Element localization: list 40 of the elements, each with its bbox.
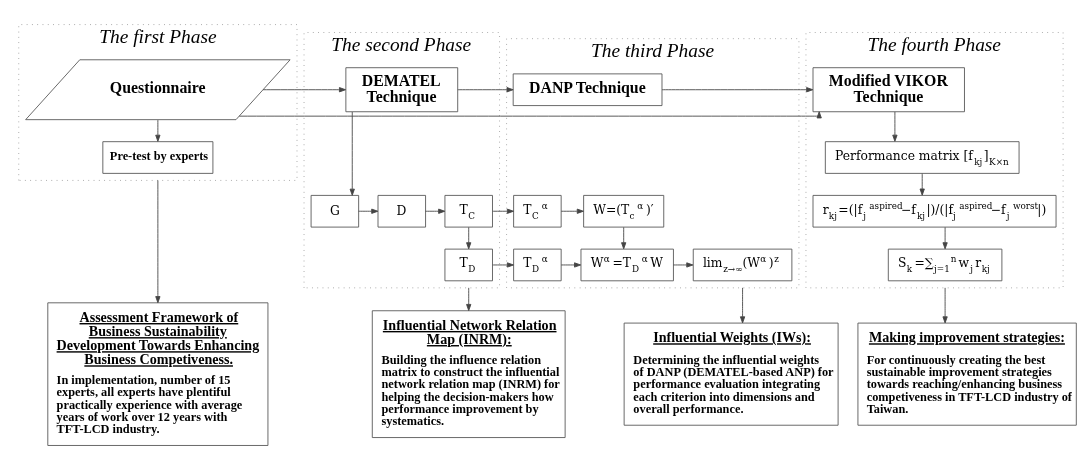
node-box: DANP Technique: [512, 72, 663, 106]
arrow: [155, 119, 161, 142]
node-box: r$_{kj}$=(|f$_{j}$$^{aspired}$−f$_{kj}$|)/(|f$_{j}$$^{aspired}$−f$_{j}$$^{worst}$|): [812, 194, 1057, 228]
arrow: [942, 226, 948, 249]
arrow: [942, 286, 948, 323]
arrow: [673, 261, 694, 268]
arrow: [492, 261, 514, 268]
node-box: T$_{D}$: [444, 248, 493, 281]
node-box: Making improvement strategies: For continuously creating the best sustainable improvement strategies towards reaching/enhancing business competiveness in TFT-LCD industry of Taiwan.: [857, 322, 1077, 426]
node-box: Influential Network Relation Map (INRM): Building the influence relation matrix to construct the influential network relation map (INRM) for helping the decision-makers how performance improvement by systematics.: [371, 309, 566, 438]
arrow: [661, 86, 814, 92]
node-box: Assessment Framework of Business Sustainability Development Towards Enhancing Business Competiveness. In implementation, number of 15 experts, all experts have plentiful practically experience with average years of work over 12 years with TFT-LCD industry.: [47, 301, 269, 446]
node-box: Pre-test by experts: [102, 140, 214, 174]
arrow: [425, 208, 446, 214]
arrow: [457, 86, 514, 92]
node-box: S$_{k}$=∑$_{j=1}$$^{n}$w$_{j}$r$_{kj}$: [887, 248, 1003, 281]
node-box: Influential Weights (IWs): Determining the influential weights of DANP (DEMATEL-based ANP) for performance evaluation integrating each criterion into dimensions and overall performance.: [623, 322, 839, 426]
node-box: DEMATEL Technique: [345, 66, 459, 112]
arrow: [262, 86, 346, 92]
arrow: [560, 261, 582, 268]
arrow: [155, 179, 161, 303]
arrow: [492, 208, 514, 214]
arrow: [238, 110, 822, 118]
node-box: Performance matrix [f$_{kj}$]$_{K×n}$: [824, 140, 1020, 174]
arrow: [919, 172, 925, 196]
arrow: [739, 286, 746, 323]
node-box: W=(T$_{c}$$^{α}$)′: [583, 194, 665, 228]
node-box: D: [377, 194, 426, 228]
arrow: [892, 111, 898, 142]
arrow: [349, 111, 355, 196]
node-box: lim$_{z→∞}$(W$^{α}$)$^{z}$: [692, 248, 793, 281]
node-box: T$_{C}$: [444, 194, 493, 228]
arrow: [466, 226, 472, 249]
node-box: Modified VIKOR Technique: [812, 66, 965, 112]
arrow: [621, 226, 627, 249]
node-box: G: [310, 194, 360, 228]
node-box: W$^{α}$=T$_{D}$$^{α}$W: [580, 248, 674, 281]
arrow: [560, 208, 584, 214]
arrow: [466, 286, 472, 311]
arrow: [358, 208, 379, 214]
